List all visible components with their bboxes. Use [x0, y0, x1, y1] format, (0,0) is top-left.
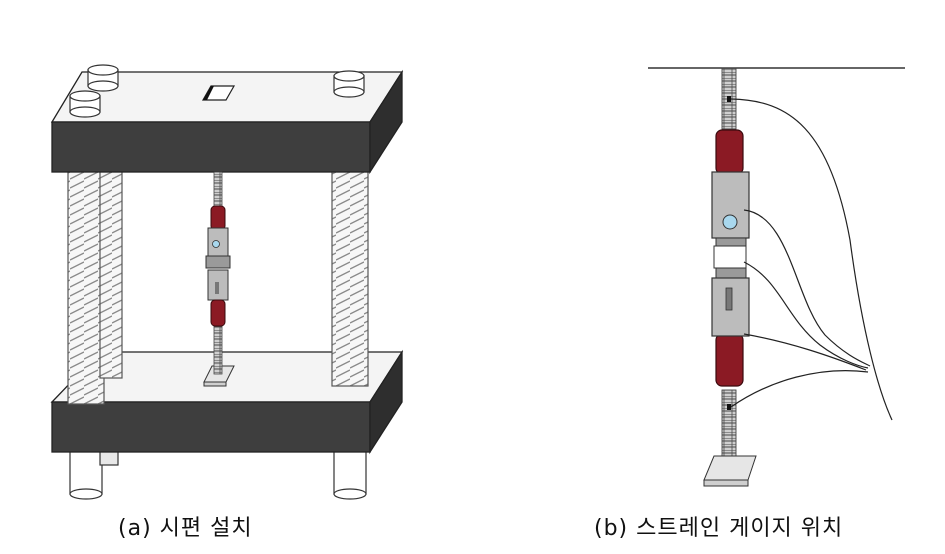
caption-specimen-setup: (a) 시편 설치: [118, 516, 253, 541]
gauge-markers: [727, 96, 731, 410]
strain-gauge-drawing: [648, 67, 905, 487]
lower-coupler: [715, 333, 744, 387]
threaded-rods: [67, 167, 369, 405]
gauge-lead-wires: [730, 98, 893, 421]
upper-coupler: [715, 129, 744, 175]
upper-grip: [711, 171, 750, 247]
support-feet: [69, 444, 367, 500]
lower-grip: [711, 245, 750, 337]
anchor-block-b: [703, 455, 757, 487]
caption-strain-gauge-location: (b) 스트레인 게이지 위치: [594, 516, 844, 541]
top-bolt-caps: [69, 64, 365, 118]
rebar-lower: [721, 389, 737, 463]
rebar-specimen: [205, 171, 231, 375]
top-plate: [50, 69, 404, 175]
specimen-setup-drawing: [50, 64, 404, 500]
